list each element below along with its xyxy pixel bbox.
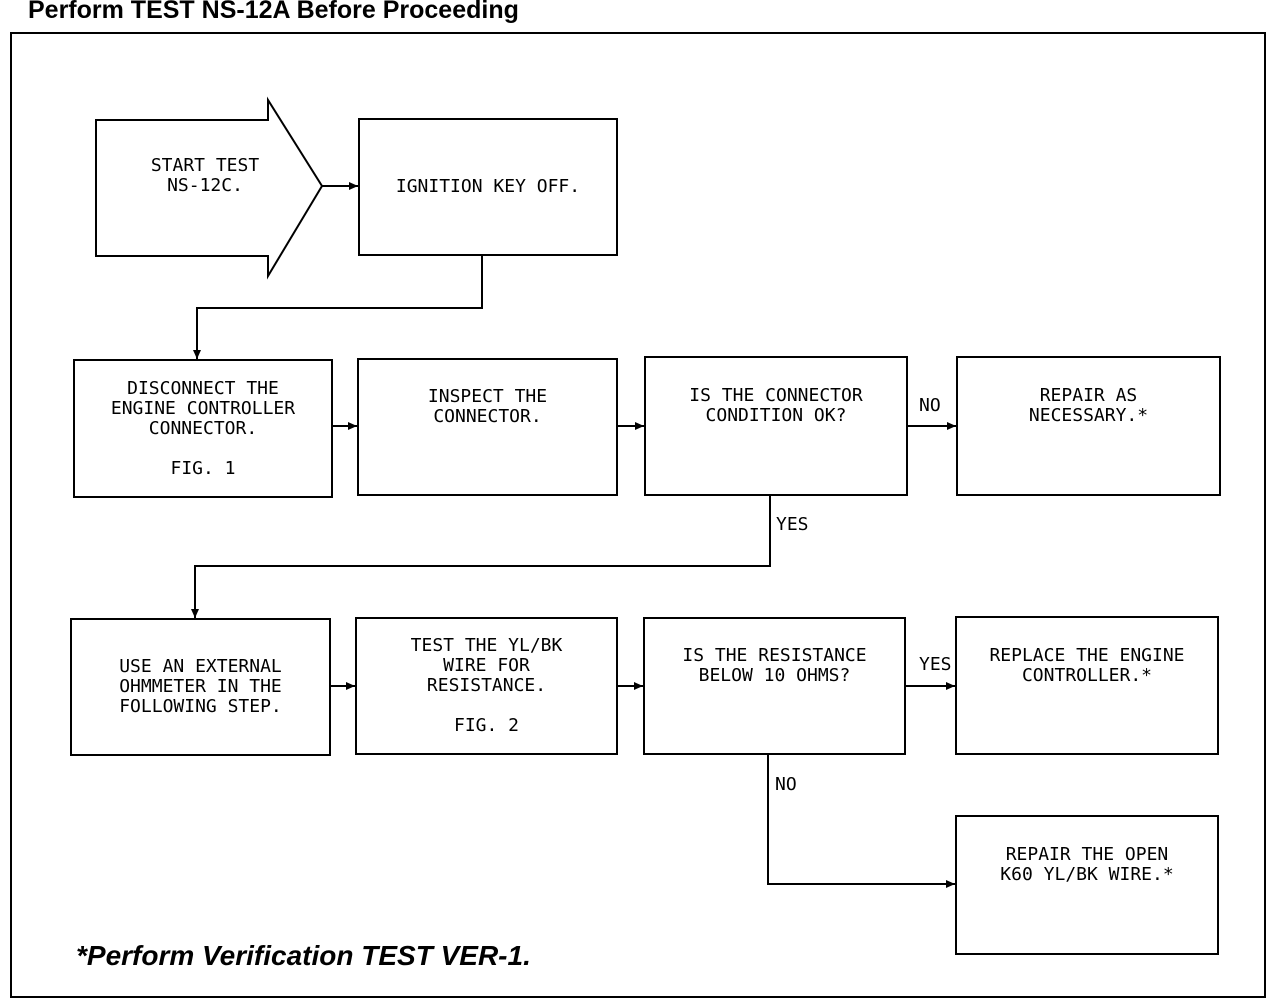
- ohmmeter-box: USE AN EXTERNAL OHMMETER IN THE FOLLOWIN…: [70, 618, 331, 756]
- replace-controller-box: REPLACE THE ENGINE CONTROLLER.*: [955, 616, 1219, 755]
- arrow-ignition-to-disconnect: [193, 256, 483, 359]
- branch-label-resistance-yes: YES: [919, 654, 952, 675]
- test-wire-box: TEST THE YL/BK WIRE FOR RESISTANCE. FIG.…: [355, 617, 618, 755]
- disconnect-connector-box: DISCONNECT THE ENGINE CONTROLLER CONNECT…: [73, 359, 333, 498]
- branch-label-resistance-no: NO: [775, 774, 797, 795]
- test-wire-fig-ref: FIG. 2: [453, 715, 520, 736]
- branch-label-connector-yes: YES: [776, 514, 809, 535]
- inspect-connector-label: INSPECT THE CONNECTOR.: [427, 386, 548, 427]
- arrow-question-yes-to-ohmmeter: [191, 496, 771, 618]
- branch-label-connector-no: NO: [919, 395, 941, 416]
- ignition-off-label: IGNITION KEY OFF.: [395, 176, 581, 197]
- resistance-question-box: IS THE RESISTANCE BELOW 10 OHMS?: [643, 617, 906, 755]
- resistance-question-label: IS THE RESISTANCE BELOW 10 OHMS?: [682, 645, 867, 686]
- disconnect-fig-ref: FIG. 1: [170, 457, 236, 479]
- replace-controller-label: REPLACE THE ENGINE CONTROLLER.*: [989, 644, 1185, 686]
- start-test-label: START TEST NS-12C.: [150, 155, 260, 196]
- inspect-connector-box: INSPECT THE CONNECTOR.: [357, 358, 618, 496]
- repair-as-necessary-box: REPAIR AS NECESSARY.*: [956, 356, 1221, 496]
- verification-footnote: *Perform Verification TEST VER-1.: [76, 940, 531, 971]
- ignition-off-box: IGNITION KEY OFF.: [358, 118, 618, 256]
- arrow-resistance-no-to-repair-open: [767, 754, 955, 888]
- connector-ok-question-label: IS THE CONNECTOR CONDITION OK?: [689, 385, 863, 426]
- repair-as-necessary-label: REPAIR AS NECESSARY.*: [1028, 385, 1149, 426]
- page-title: Perform TEST NS-12A Before Proceeding: [28, 0, 519, 24]
- disconnect-connector-label: DISCONNECT THE ENGINE CONTROLLER CONNECT…: [110, 377, 296, 439]
- repair-open-wire-box: REPAIR THE OPEN K60 YL/BK WIRE.*: [955, 815, 1219, 955]
- ohmmeter-label: USE AN EXTERNAL OHMMETER IN THE FOLLOWIN…: [119, 656, 282, 717]
- start-arrow-shape: [95, 96, 324, 280]
- connector-ok-question-box: IS THE CONNECTOR CONDITION OK?: [644, 356, 908, 496]
- repair-open-wire-label: REPAIR THE OPEN K60 YL/BK WIRE.*: [1000, 844, 1174, 885]
- test-wire-label: TEST THE YL/BK WIRE FOR RESISTANCE.: [410, 635, 563, 696]
- diagram-frame: [10, 32, 1266, 998]
